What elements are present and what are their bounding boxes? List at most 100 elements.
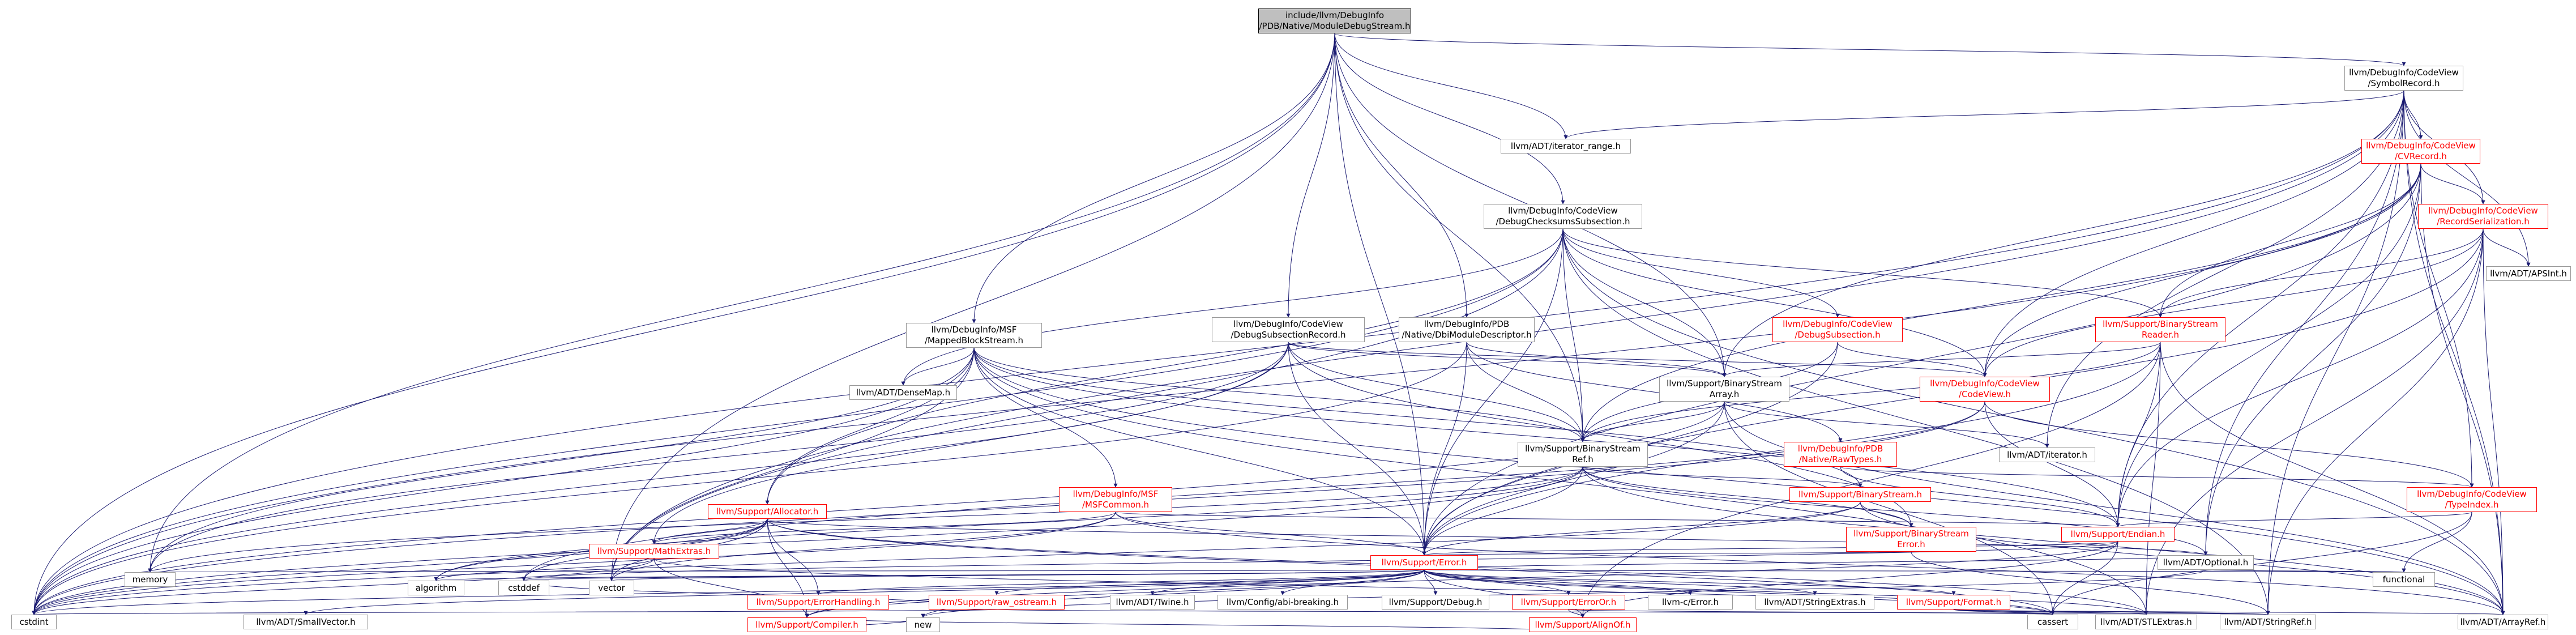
node-memory[interactable]: memory xyxy=(125,572,176,587)
node-label-line: /CodeView.h xyxy=(1959,389,2011,399)
node-SmallVector[interactable]: llvm/ADT/SmallVector.h xyxy=(243,615,368,629)
edge-BinaryStreamRef-to-memory xyxy=(148,466,1583,573)
node-Compiler[interactable]: llvm/Support/Compiler.h xyxy=(747,617,866,632)
node-Twine[interactable]: llvm/ADT/Twine.h xyxy=(1110,595,1195,610)
node-StringExtras[interactable]: llvm/ADT/StringExtras.h xyxy=(1755,595,1874,610)
edge-DebugSubsection-to-CodeView xyxy=(1837,342,1987,377)
node-Format[interactable]: llvm/Support/Format.h xyxy=(1897,595,2010,610)
node-DebugChecksums[interactable]: llvm/DebugInfo/CodeView/DebugChecksumsSu… xyxy=(1484,204,1642,229)
node-MathExtras[interactable]: llvm/Support/MathExtras.h xyxy=(589,544,719,559)
node-iterator_range[interactable]: llvm/ADT/iterator_range.h xyxy=(1501,139,1631,154)
node-label-line: llvm/ADT/DenseMap.h xyxy=(856,387,951,398)
node-CodeView[interactable]: llvm/DebugInfo/CodeView/CodeView.h xyxy=(1920,377,2050,402)
node-DebugSubsection[interactable]: llvm/DebugInfo/CodeView/DebugSubsection.… xyxy=(1772,317,1903,342)
node-algorithm[interactable]: algorithm xyxy=(408,581,464,595)
edge-Endian-to-Compiler xyxy=(805,541,2118,618)
edge-RecordSerialization-to-CodeView xyxy=(1983,228,2484,377)
edge-CodeView-to-TypeIndex xyxy=(1984,401,2474,488)
edge-DebugSubsectionRecord-to-BinaryStreamRef xyxy=(1288,342,1585,442)
node-label-line: llvm/Support/BinaryStream.h xyxy=(1798,489,1922,500)
node-label-line: llvm/Support/BinaryStream xyxy=(2103,319,2218,329)
node-abi_breaking[interactable]: llvm/Config/abi-breaking.h xyxy=(1217,595,1348,610)
node-AlignOf[interactable]: llvm/Support/AlignOf.h xyxy=(1529,617,1637,632)
node-functional[interactable]: functional xyxy=(2373,572,2435,587)
edge-MappedBlockStream-to-DenseMap xyxy=(901,347,975,386)
edge-SupportError-to-SmallVector xyxy=(304,569,1425,615)
edge-SupportError-to-Format xyxy=(1424,569,1956,595)
edge-DebugChecksums-to-ArrayRef xyxy=(1562,228,2505,615)
node-vector[interactable]: vector xyxy=(589,581,634,595)
node-DebugSubsectionRecord[interactable]: llvm/DebugInfo/CodeView/DebugSubsectionR… xyxy=(1212,317,1365,342)
edge-root-to-BinaryStreamRef xyxy=(1334,33,1585,442)
node-RawTypes[interactable]: llvm/DebugInfo/PDB/Native/RawTypes.h xyxy=(1784,442,1897,467)
edge-BinaryStreamReader-to-AlignOf xyxy=(1580,342,2161,618)
edge-SupportError-to-cstddef xyxy=(522,569,1425,581)
node-SymbolRecord[interactable]: llvm/DebugInfo/CodeView/SymbolRecord.h xyxy=(2344,66,2463,91)
node-cassert[interactable]: cassert xyxy=(2027,615,2078,629)
edge-DebugSubsectionRecord-to-BinaryStreamArray xyxy=(1288,342,1727,377)
edge-BinaryStreamRef-to-BinaryStream xyxy=(1582,466,1862,488)
edge-SupportError-to-vector xyxy=(610,569,1425,581)
node-DenseMap[interactable]: llvm/ADT/DenseMap.h xyxy=(849,385,957,400)
node-cstdint[interactable]: cstdint xyxy=(11,615,57,629)
node-root[interactable]: include/llvm/DebugInfo/PDB/Native/Module… xyxy=(1258,8,1411,33)
edge-SymbolRecord-to-StringRef xyxy=(2266,90,2404,615)
node-StringRef[interactable]: llvm/ADT/StringRef.h xyxy=(2220,615,2316,629)
node-label-line: llvm/Support/Debug.h xyxy=(1389,596,1483,607)
edge-MappedBlockStream-to-BinaryStream xyxy=(973,347,1862,488)
node-STLExtras[interactable]: llvm/ADT/STLExtras.h xyxy=(2095,615,2197,629)
node-SupportError[interactable]: llvm/Support/Error.h xyxy=(1370,555,1478,570)
node-label-line: llvm/DebugInfo/CodeView xyxy=(2349,67,2459,78)
node-label-line: cassert xyxy=(2037,616,2069,627)
node-label-line: /PDB/Native/ModuleDebugStream.h xyxy=(1259,21,1411,31)
edge-RecordSerialization-to-APSInt xyxy=(2483,228,2531,267)
node-label-line: memory xyxy=(132,574,168,585)
edge-MSFCommon-to-ArrayRef xyxy=(1115,512,2505,615)
node-BinaryStream[interactable]: llvm/Support/BinaryStream.h xyxy=(1789,487,1931,502)
node-TypeIndex[interactable]: llvm/DebugInfo/CodeView/TypeIndex.h xyxy=(2407,487,2537,512)
node-label-line: llvm/DebugInfo/CodeView xyxy=(1930,378,2040,389)
node-DbiModuleDescriptor[interactable]: llvm/DebugInfo/PDB/Native/DbiModuleDescr… xyxy=(1399,317,1535,342)
node-MappedBlockStream[interactable]: llvm/DebugInfo/MSF/MappedBlockStream.h xyxy=(906,323,1042,348)
edge-CVRecord-to-SupportError xyxy=(1422,163,2421,556)
edge-SupportError-to-memory xyxy=(149,568,1425,573)
node-CVRecord[interactable]: llvm/DebugInfo/CodeView/CVRecord.h xyxy=(2361,139,2480,164)
node-label-line: llvm/DebugInfo/MSF xyxy=(1073,489,1159,499)
edge-DebugChecksums-to-StringRef xyxy=(1562,228,2270,615)
edge-SupportError-to-llvm_c_Error xyxy=(1424,569,1693,595)
node-label-line: llvm/ADT/iterator_range.h xyxy=(1510,140,1621,151)
node-label-line: llvm/Support/AlignOf.h xyxy=(1535,619,1631,630)
edge-SupportError-to-STLExtras xyxy=(1424,569,2148,615)
node-ArrayRef[interactable]: llvm/ADT/ArrayRef.h xyxy=(2458,615,2548,629)
edge-Endian-to-cstddef xyxy=(522,541,2118,581)
node-label-line: /CVRecord.h xyxy=(2395,151,2447,161)
node-Allocator[interactable]: llvm/Support/Allocator.h xyxy=(708,504,827,519)
edge-SupportError-to-functional xyxy=(1424,568,2404,573)
node-ErrorHandling[interactable]: llvm/Support/ErrorHandling.h xyxy=(747,595,889,610)
node-RecordSerialization[interactable]: llvm/DebugInfo/CodeView/RecordSerializat… xyxy=(2418,204,2548,229)
edge-SymbolRecord-to-CVRecord xyxy=(2403,90,2423,139)
edge-Format-to-cassert xyxy=(1953,609,2055,615)
node-label-line: llvm/Support/Error.h xyxy=(1381,557,1467,568)
edge-DebugChecksums-to-CodeView xyxy=(1562,228,1987,377)
node-ErrorOr[interactable]: llvm/Support/ErrorOr.h xyxy=(1512,595,1625,610)
node-MSFCommon[interactable]: llvm/DebugInfo/MSF/MSFCommon.h xyxy=(1059,487,1172,512)
node-new[interactable]: new xyxy=(906,617,940,632)
node-llvm_c_Error[interactable]: llvm-c/Error.h xyxy=(1648,595,1733,610)
edge-MappedBlockStream-to-SupportError xyxy=(973,347,1426,556)
node-Optional[interactable]: llvm/ADT/Optional.h xyxy=(2158,555,2254,570)
node-cstddef[interactable]: cstddef xyxy=(498,581,549,595)
edge-CVRecord-to-BinaryStreamReader xyxy=(2158,163,2421,318)
edge-DbiModuleDescriptor-to-BinaryStreamRef xyxy=(1466,342,1585,442)
node-raw_ostream[interactable]: llvm/Support/raw_ostream.h xyxy=(929,595,1065,610)
edge-TypeIndex-to-cassert xyxy=(2050,512,2472,615)
edge-BinaryStreamReader-to-STLExtras xyxy=(2144,342,2161,615)
node-APSInt[interactable]: llvm/ADT/APSInt.h xyxy=(2486,266,2571,281)
node-Endian[interactable]: llvm/Support/Endian.h xyxy=(2061,527,2175,542)
node-Debug[interactable]: llvm/Support/Debug.h xyxy=(1382,595,1489,610)
node-ADTiterator[interactable]: llvm/ADT/iterator.h xyxy=(1999,448,2095,462)
